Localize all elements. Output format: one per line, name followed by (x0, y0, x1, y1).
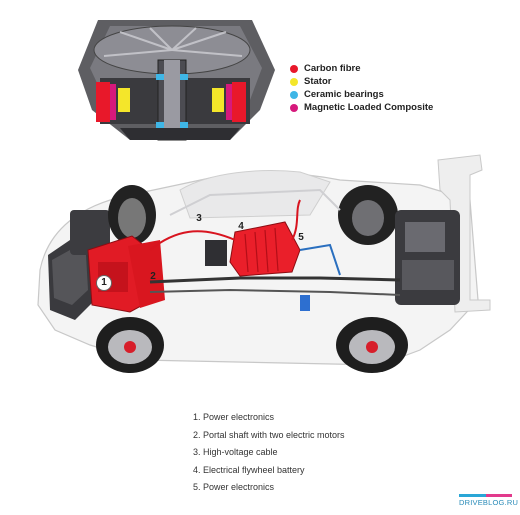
callout-item: 1. Power electronics (193, 412, 275, 422)
legend-label: Carbon fibre (304, 63, 361, 74)
legend-swatch (290, 64, 298, 73)
legend-swatch (290, 103, 298, 112)
legend-item-magnetic-loaded-composite: Magnetic Loaded Composite (290, 101, 433, 114)
legend-swatch (290, 77, 298, 86)
legend-label: Ceramic bearings (304, 89, 384, 100)
badge-3: 3 (196, 213, 202, 224)
stator-left (118, 88, 130, 112)
badge-5: 5 (298, 232, 304, 243)
callout-item: 5. Power electronics (193, 482, 275, 493)
materials-legend: Carbon fibre Stator Ceramic bearings Mag… (290, 62, 433, 114)
flywheel-cutaway (78, 20, 275, 141)
car-illustration (37, 154, 491, 373)
carbon-fibre-ring-right (232, 82, 246, 122)
legend-swatch (290, 90, 298, 99)
legend-label: Magnetic Loaded Composite (304, 102, 434, 113)
logo-text: DRIVEBLOG.RU (459, 498, 519, 507)
driveblog-logo: DRIVEBLOG.RU (459, 494, 519, 508)
legend-item-ceramic-bearings: Ceramic bearings (290, 88, 433, 101)
badge-4: 4 (238, 221, 244, 232)
legend-label: Stator (304, 76, 332, 87)
callout-item: 3. High-voltage cable (193, 447, 278, 458)
stator-right (212, 88, 224, 112)
logo-bar (459, 494, 512, 497)
callout-item: 4. Electrical flywheel battery (193, 464, 305, 475)
legend-item-carbon-fibre: Carbon fibre (290, 62, 433, 75)
legend-item-stator: Stator (290, 75, 433, 88)
carbon-fibre-ring-left (96, 82, 110, 122)
badge-2: 2 (150, 271, 156, 282)
badge-1: 1 (96, 275, 112, 291)
callout-list: 1. Power electronics 2. Portal shaft wit… (193, 411, 345, 499)
callout-item: 2. Portal shaft with two electric motors (193, 429, 345, 440)
